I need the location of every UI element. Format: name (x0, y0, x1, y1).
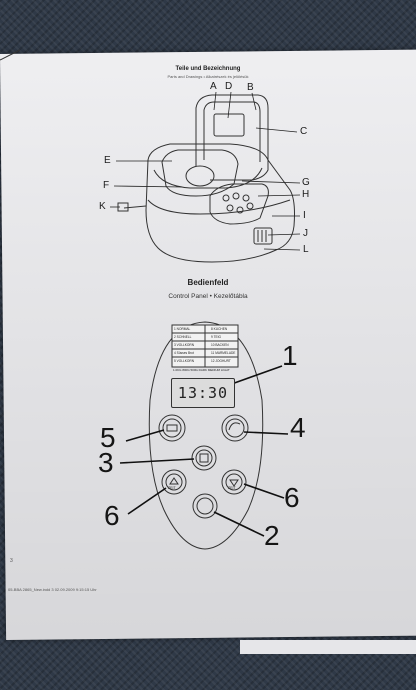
paper-edge (0, 49, 21, 61)
control-panel-illustration (148, 321, 264, 550)
part-label-f: F (103, 180, 110, 191)
timer-down-label: ZEIT (228, 486, 236, 490)
callout-4: 4 (290, 412, 306, 443)
paper-under-edge (240, 640, 416, 654)
page-title: Teile und Bezeichnung (175, 66, 241, 72)
control-panel-subheading: Control Panel • Kezelőtábla (168, 293, 248, 300)
part-label-h: H (302, 189, 310, 200)
part-label-b: B (247, 82, 254, 93)
part-label-j: J (303, 228, 308, 239)
part-label-l: L (303, 244, 309, 255)
part-label-c: C (300, 126, 308, 137)
page-subtitle: Parts and Drawings • Alkatrészek és jelö… (167, 74, 249, 79)
callout-6-left: 6 (104, 500, 120, 531)
callout-6-right: 6 (284, 482, 300, 513)
callout-2: 2 (264, 520, 280, 551)
part-leader-lines (110, 91, 301, 251)
timer-up-label: ZEIT (168, 486, 176, 490)
bread-maker-illustration (117, 94, 295, 263)
part-label-e: E (104, 155, 111, 166)
callout-3: 3 (98, 447, 114, 478)
part-label-i: I (303, 210, 306, 221)
weight-crust-labels: 1.0KG 800G 500G DARK MEDIUM LIGHT (173, 368, 230, 372)
part-label-d: D (225, 81, 233, 92)
callout-lines (119, 365, 289, 537)
print-footer: 05-BBA 2865_New.indd 3 02.09.2009 9:15:1… (8, 587, 97, 592)
callout-5: 5 (100, 422, 116, 453)
part-label-a: A (210, 81, 217, 92)
part-label-g: G (302, 177, 310, 188)
part-label-k: K (99, 201, 106, 212)
callout-1: 1 (282, 340, 298, 371)
lcd-display: 13:30 (171, 378, 235, 408)
page-number: 3 (10, 558, 13, 564)
control-panel-heading: Bedienfeld (187, 278, 229, 287)
